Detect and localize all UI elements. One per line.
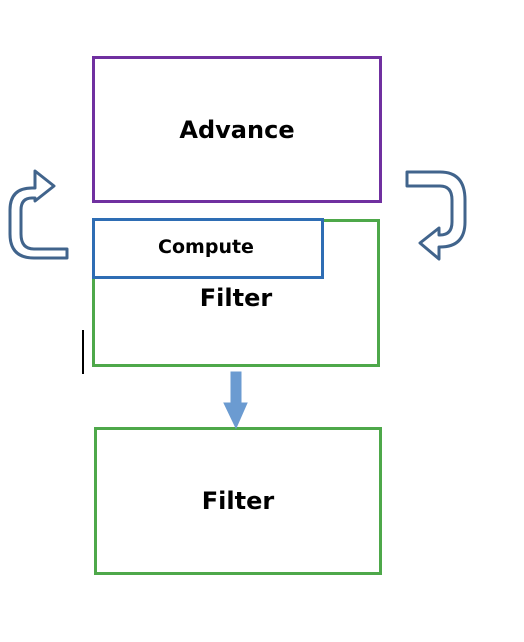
compute-node: Compute <box>92 218 324 279</box>
filter-bottom-label: Filter <box>201 487 275 515</box>
filter-node-bottom: Filter <box>94 427 382 575</box>
compute-label: Compute <box>158 235 254 258</box>
text-cursor <box>82 330 84 374</box>
advance-label: Advance <box>179 115 295 144</box>
filter-top-label: Filter <box>199 284 273 312</box>
advance-node: Advance <box>92 56 382 203</box>
